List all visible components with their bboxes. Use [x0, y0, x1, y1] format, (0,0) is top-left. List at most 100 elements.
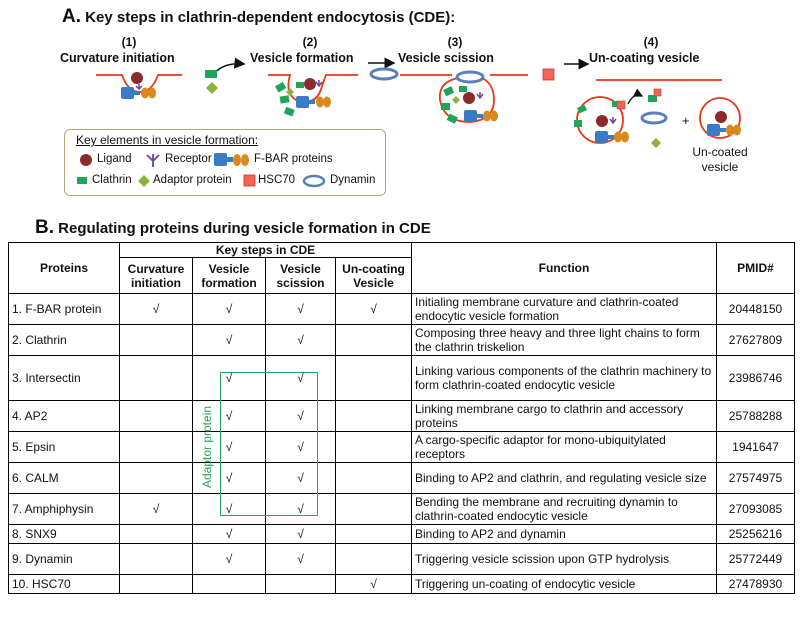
step-3-illustration: [400, 70, 528, 124]
check-cell: [192, 574, 266, 594]
function-cell: Composing three heavy and three light ch…: [411, 324, 717, 356]
check-cell: [335, 355, 412, 401]
section-a-heading: Key steps in clathrin-dependent endocyto…: [85, 9, 456, 26]
step-4-illustration: [574, 79, 741, 148]
adaptor-protein-label: Adaptor protein: [200, 405, 214, 489]
header-pmid: PMID#: [716, 242, 795, 294]
cde-diagram: [96, 57, 741, 148]
table-row: 7. Amphiphysin √ √ √ Bending the membran…: [8, 493, 795, 525]
legend-receptor-label: Receptor: [165, 153, 212, 165]
protein-cell: 2. Clathrin: [8, 324, 120, 356]
step-1-illustration: [96, 72, 182, 99]
function-cell: Bending the membrane and recruiting dyna…: [411, 493, 717, 525]
step-1-name: Curvature initiation: [60, 51, 175, 65]
check-cell: [335, 400, 412, 432]
protein-cell: 6. CALM: [8, 462, 120, 494]
step-1-number: (1): [121, 35, 137, 49]
fbar-icon: [214, 153, 249, 166]
plus-sign: +: [682, 113, 690, 128]
protein-cell: 5. Epsin: [8, 431, 120, 463]
check-cell: [119, 431, 193, 463]
check-cell: √: [265, 324, 336, 356]
section-b-title: B. Regulating proteins during vesicle fo…: [35, 217, 431, 239]
free-dynamin-icon: [369, 67, 399, 81]
step-3-number: (3): [447, 35, 463, 49]
check-cell: √: [192, 324, 266, 356]
legend-title: Key elements in vesicle formation:: [76, 133, 259, 147]
check-cell: [335, 462, 412, 494]
pmid-cell: 25256216: [716, 524, 795, 544]
check-cell: [335, 524, 412, 544]
table-row: 9. Dynamin √ √ Triggering vesicle scissi…: [8, 543, 795, 575]
step-4-number: (4): [643, 35, 659, 49]
step-2-illustration: [268, 74, 358, 117]
function-cell: Linking membrane cargo to clathrin and a…: [411, 400, 717, 432]
check-cell: [335, 543, 412, 575]
section-a-letter: A.: [62, 6, 81, 27]
check-cell: [119, 462, 193, 494]
function-cell: Binding to AP2 and clathrin, and regulat…: [411, 462, 717, 494]
check-cell: [335, 324, 412, 356]
check-cell: [335, 431, 412, 463]
ligand-icon: [80, 154, 92, 166]
header-proteins: Proteins: [8, 242, 120, 294]
free-clathrin-icon: [205, 70, 217, 78]
check-cell: [119, 324, 193, 356]
table-row: 2. Clathrin √ √ Composing three heavy an…: [8, 324, 795, 356]
header-key-steps: Key steps in CDE: [119, 242, 412, 258]
pmid-cell: 1941647: [716, 431, 795, 463]
check-cell: √: [335, 293, 412, 325]
protein-cell: 9. Dynamin: [8, 543, 120, 575]
check-cell: [119, 400, 193, 432]
step-2-number: (2): [302, 35, 318, 49]
section-a-title: A. Key steps in clathrin-dependent endoc…: [62, 6, 455, 28]
function-cell: Initialing membrane curvature and clathr…: [411, 293, 717, 325]
check-cell: [119, 524, 193, 544]
uncoated-vesicle-label: Un-coated vesicle: [686, 145, 754, 175]
check-cell: √: [265, 355, 336, 401]
function-cell: Triggering un-coating of endocytic vesic…: [411, 574, 717, 594]
check-cell: [119, 355, 193, 401]
legend-clathrin-label: Clathrin: [92, 174, 132, 186]
table-row: 10. HSC70 √ Triggering un-coating of end…: [8, 574, 795, 594]
legend-adaptor-label: Adaptor protein: [153, 174, 232, 186]
check-cell: √: [192, 524, 266, 544]
receptor-icon: [146, 154, 160, 167]
legend-icons: [77, 153, 326, 188]
pmid-cell: 23986746: [716, 355, 795, 401]
check-cell: √: [265, 293, 336, 325]
uncoated-line-1: Un-coated: [692, 145, 748, 159]
step-3-name: Vesicle scission: [398, 51, 494, 65]
legend-ligand-label: Ligand: [97, 153, 132, 165]
table-row: 4. AP2 √ √ Linking membrane cargo to cla…: [8, 400, 795, 432]
uncoated-line-2: vesicle: [701, 160, 739, 174]
protein-cell: 10. HSC70: [8, 574, 120, 594]
check-cell: [265, 574, 336, 594]
function-cell: Linking various components of the clathr…: [411, 355, 717, 401]
step-2-name: Vesicle formation: [250, 51, 354, 65]
protein-cell: 4. AP2: [8, 400, 120, 432]
table-row: 1. F-BAR protein √ √ √ √ Initialing memb…: [8, 293, 795, 325]
table-row: 3. Intersectin √ √ Linking various compo…: [8, 355, 795, 401]
table-row: 8. SNX9 √ √ Binding to AP2 and dynamin 2…: [8, 524, 795, 544]
protein-cell: 1. F-BAR protein: [8, 293, 120, 325]
table-row: 6. CALM √ √ Binding to AP2 and clathrin,…: [8, 462, 795, 494]
pmid-cell: 27093085: [716, 493, 795, 525]
section-b-heading: Regulating proteins during vesicle forma…: [58, 220, 431, 237]
regulating-proteins-table: Proteins Key steps in CDE Function PMID#…: [8, 242, 795, 594]
legend-fbar-label: F-BAR proteins: [254, 153, 333, 165]
check-cell: √: [335, 574, 412, 594]
check-cell: √: [265, 543, 336, 575]
check-cell: √: [265, 524, 336, 544]
clathrin-icon: [77, 177, 87, 184]
check-cell: √: [192, 293, 266, 325]
check-cell: √: [119, 493, 193, 525]
header-function: Function: [411, 242, 717, 294]
function-cell: Binding to AP2 and dynamin: [411, 524, 717, 544]
legend-dynamin-label: Dynamin: [330, 174, 376, 186]
pmid-cell: 25788288: [716, 400, 795, 432]
adaptor-icon: [138, 175, 150, 187]
